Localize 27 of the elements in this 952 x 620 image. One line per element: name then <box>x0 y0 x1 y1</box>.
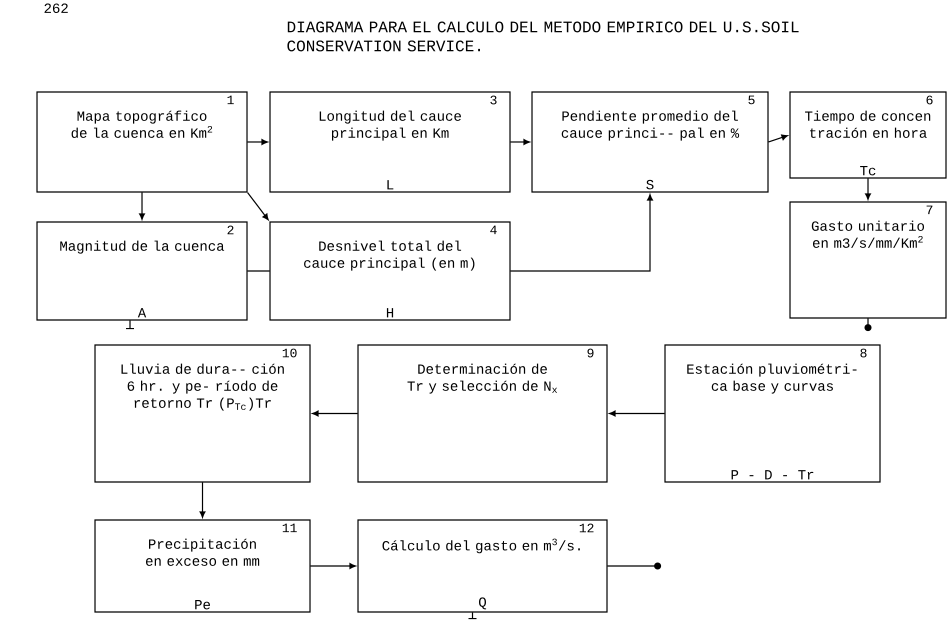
process-box: 7 Gasto unitario en m3/s/mm/Km$^{2}$ <box>789 201 947 319</box>
arrow <box>768 134 788 143</box>
process-box: 12 Cálculo del gasto en m$^{3}$/s. Q <box>357 519 608 613</box>
process-box: 4 Desnivel total del cauce principal (en m) H <box>269 221 511 321</box>
arrow <box>310 563 356 569</box>
dot-line <box>864 318 872 332</box>
arrow <box>609 410 664 416</box>
page-number: 262 <box>44 4 68 14</box>
arrow <box>247 192 269 220</box>
process-box: 9 Determinación de Tr y selección de N$_{x}$ <box>357 344 608 483</box>
process-box: 2 Magnitud de la cuenca A <box>36 221 248 321</box>
dot-line <box>608 562 662 570</box>
arrow <box>510 139 530 145</box>
process-box: 10 Lluvia de dura-- ción 6 hr. y pe- ríodo de retorno Tr (P$_{Tc}$)Tr <box>94 344 311 483</box>
process-box: 1 Mapa topográfico de la cuenca en Km$^{2}$ <box>36 91 248 193</box>
process-box: 3 Longitud del cauce principal en Km L <box>269 91 511 193</box>
title: DIAGRAMA PARA EL CALCULO DEL METODO EMPIRICO DEL U.S.SOIL CONSERVATION SERVICE. <box>287 22 799 52</box>
process-box: 6 Tiempo de concen tración en hora Tc <box>789 91 947 179</box>
process-box: 5 Pendiente promedio del cauce princi-- pal en % S <box>531 91 769 193</box>
arrow <box>248 139 268 145</box>
process-box: 8 Estación pluviométri- ca base y curvas P - D - Tr <box>664 344 881 483</box>
arrow <box>200 482 206 518</box>
arrow <box>510 194 653 272</box>
arrow <box>865 178 871 200</box>
arrow <box>139 192 145 220</box>
process-box: 11 Precipitación en exceso en mm Pe <box>94 519 311 613</box>
arrow <box>312 410 358 416</box>
